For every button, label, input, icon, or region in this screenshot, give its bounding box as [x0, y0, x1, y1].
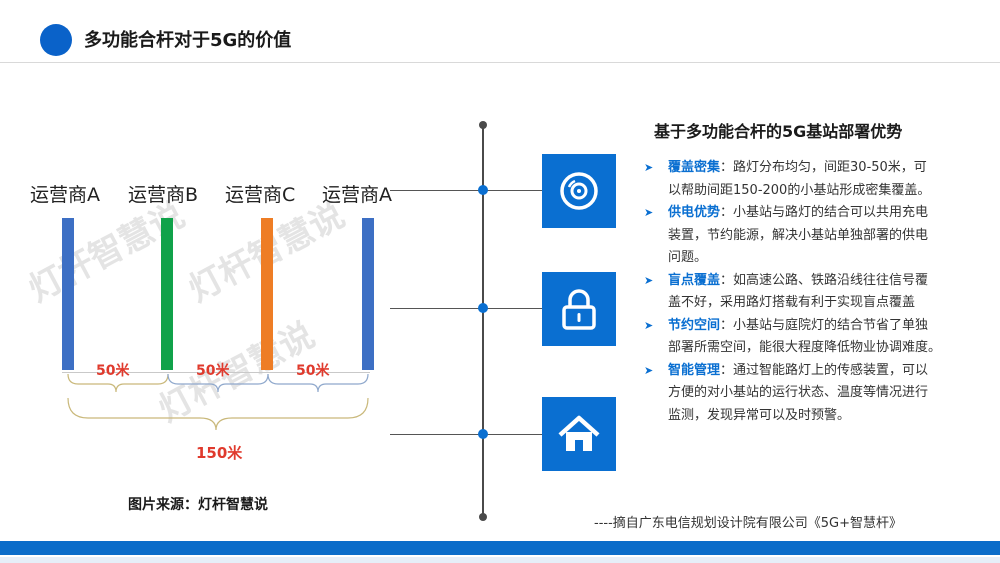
home-icon: [542, 397, 616, 471]
connector-branch: [390, 434, 542, 435]
gap-distance-label: 50米: [296, 363, 330, 379]
connector-node: [478, 185, 488, 195]
connector-endpoint: [479, 513, 487, 521]
total-distance-label: 150米: [196, 444, 243, 462]
item-text: 如高速公路、铁路沿线往往信号覆: [733, 272, 929, 288]
connector-branch: [390, 190, 542, 191]
operator-bar: [161, 218, 173, 370]
item-term: 节约空间: [668, 317, 721, 333]
item-text: 问题。: [668, 250, 708, 265]
advantages-list: ➤ 覆盖密集：路灯分布均匀，间距30-50米，可 以帮助间距150-200的小基…: [640, 157, 970, 427]
item-text: 以帮助间距150-200的小基站形成密集覆盖。: [668, 182, 931, 198]
operator-bar: [62, 218, 74, 370]
item-text: 小基站与庭院灯的结合节省了单独: [733, 317, 929, 333]
item-separator: ：: [720, 272, 734, 288]
footer-stripe: [0, 557, 1000, 563]
title-divider: [0, 62, 1000, 63]
connector-node: [478, 303, 488, 313]
gap-distance-label: 50米: [96, 363, 130, 379]
gap-bracket: [267, 373, 369, 393]
bullet-arrow-icon: ➤: [644, 363, 654, 377]
item-text: 装置，节约能源，解决小基站单独部署的供电: [668, 227, 929, 243]
item-separator: ：: [720, 160, 734, 175]
item-text: 部署所需空间，能很大程度降低物业协调难度。: [668, 340, 942, 355]
bullet-arrow-icon: ➤: [644, 206, 654, 219]
item-text: 路灯分布均匀，间距30-50米，可: [733, 160, 927, 175]
item-text: 方便的对小基站的运行状态、温度等情况进行: [668, 385, 929, 400]
item-text: 盖不好，采用路灯搭载有利于实现盲点覆盖: [668, 295, 916, 310]
span-brackets: [67, 373, 369, 431]
gap-bracket: [167, 373, 269, 393]
item-term: 智能管理: [668, 362, 721, 378]
item-separator: ：: [720, 362, 734, 378]
bullet-arrow-icon: ➤: [644, 161, 654, 174]
connector-branch: [390, 308, 542, 309]
image-source-caption: 图片来源：灯杆智慧说: [128, 497, 268, 513]
gap-bracket: [67, 373, 169, 393]
page-title: 多功能合杆对于5G的价值: [84, 30, 292, 51]
list-item: ➤ 盲点覆盖：如高速公路、铁路沿线往往信号覆 盖不好，采用路灯搭载有利于实现盲点…: [640, 270, 970, 315]
operator-label: 运营商B: [128, 184, 199, 206]
operator-label: 运营商A: [322, 184, 392, 206]
list-item: ➤ 覆盖密集：路灯分布均匀，间距30-50米，可 以帮助间距150-200的小基…: [640, 157, 970, 202]
item-text: 监测，发现异常可以及时预警。: [668, 407, 851, 423]
baseline: [62, 372, 370, 373]
footer-bar: [0, 541, 1000, 555]
connector-endpoint: [479, 121, 487, 129]
item-text: 小基站与路灯的结合可以共用充电: [733, 205, 929, 220]
operator-bar: [362, 218, 374, 370]
gap-distance-label: 50米: [196, 363, 230, 379]
operator-label: 运营商A: [30, 184, 100, 206]
list-item: ➤ 智能管理：通过智能路灯上的传感装置，可以 方便的对小基站的运行状态、温度等情…: [640, 360, 970, 428]
item-separator: ：: [720, 317, 734, 333]
item-term: 供电优势: [668, 205, 721, 220]
bullet-arrow-icon: ➤: [644, 273, 654, 287]
panel-heading: 基于多功能合杆的5G基站部署优势: [654, 122, 903, 141]
disc-icon: [542, 154, 616, 228]
lock-icon: [542, 272, 616, 346]
item-term: 盲点覆盖: [668, 272, 721, 288]
connector-node: [478, 429, 488, 439]
item-term: 覆盖密集: [668, 160, 721, 175]
item-text: 通过智能路灯上的传感装置，可以: [733, 362, 929, 378]
bullet-arrow-icon: ➤: [644, 318, 654, 332]
item-separator: ：: [720, 205, 734, 220]
list-item: ➤ 节约空间：小基站与庭院灯的结合节省了单独 部署所需空间，能很大程度降低物业协…: [640, 315, 970, 360]
citation-text: ----摘自广东电信规划设计院有限公司《5G+智慧杆》: [594, 516, 903, 531]
list-item: ➤ 供电优势：小基站与路灯的结合可以共用充电 装置，节约能源，解决小基站单独部署…: [640, 202, 970, 270]
operator-label: 运营商C: [225, 184, 296, 206]
vertical-connector: [482, 125, 484, 517]
total-bracket: [67, 397, 369, 431]
operator-bar: [261, 218, 273, 370]
title-dot-icon: [40, 24, 72, 56]
